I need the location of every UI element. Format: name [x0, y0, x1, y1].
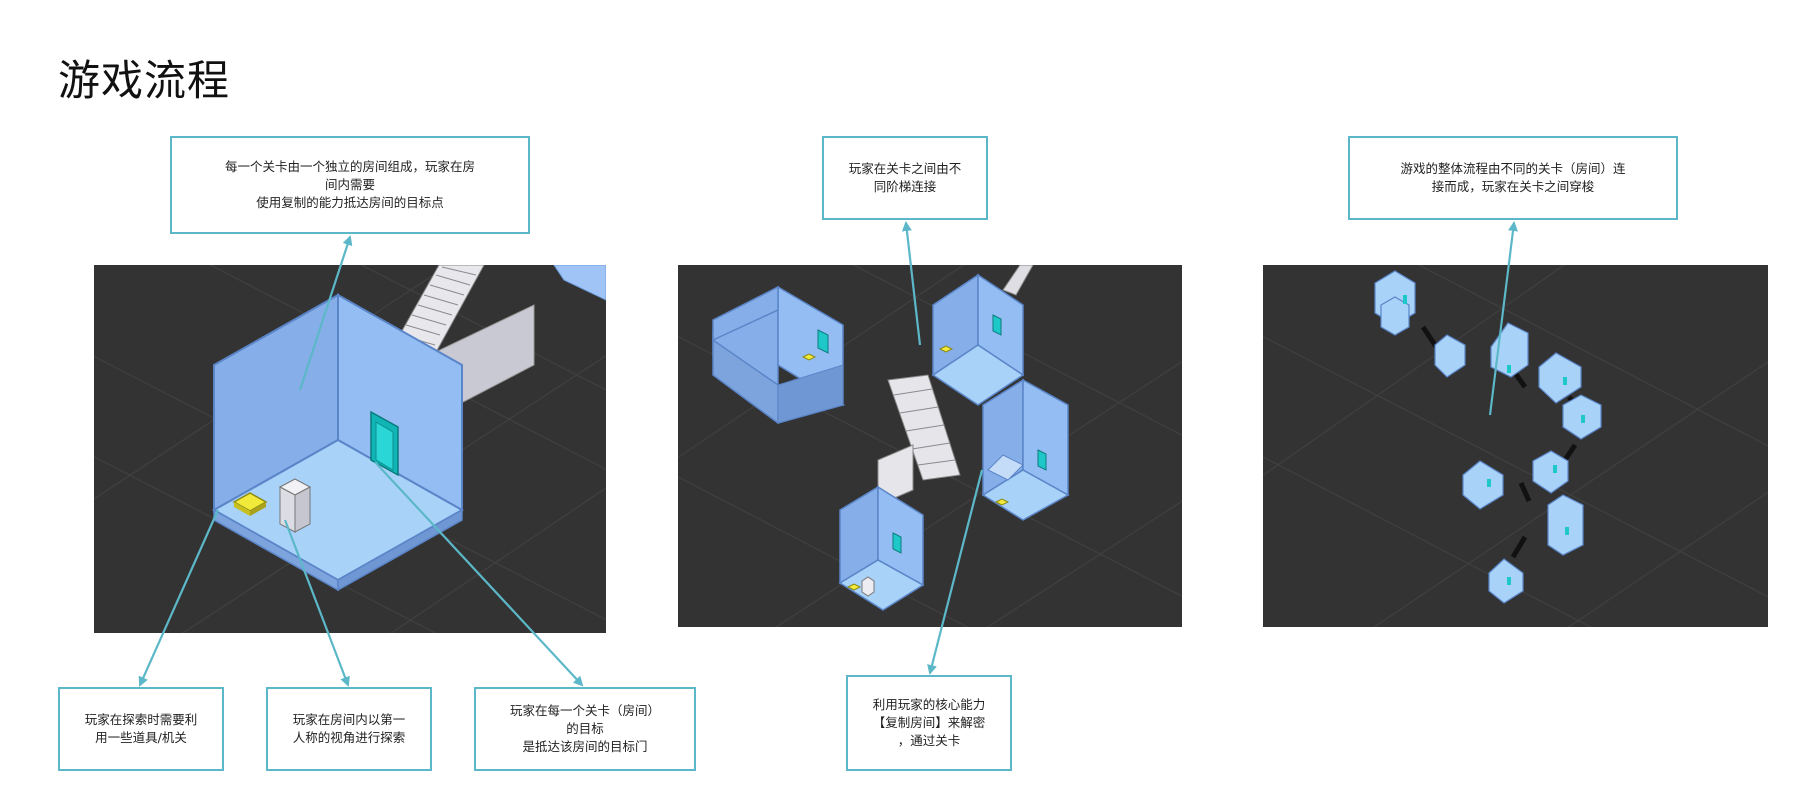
note-overall-flow: 游戏的整体流程由不同的关卡（房间）连接而成，玩家在关卡之间穿梭 — [1348, 136, 1678, 220]
rooms-stairs-screenshot — [678, 265, 1182, 627]
level-flow-screenshot — [1263, 265, 1768, 627]
note-goal: 玩家在每一个关卡（房间）的目标是抵达该房间的目标门 — [474, 687, 696, 771]
note-props: 玩家在探索时需要利用一些道具/机关 — [58, 687, 224, 771]
note-stairs: 玩家在关卡之间由不同阶梯连接 — [822, 136, 988, 220]
note-room-rule: 每一个关卡由一个独立的房间组成，玩家在房间内需要使用复制的能力抵达房间的目标点 — [170, 136, 530, 234]
note-first-person: 玩家在房间内以第一人称的视角进行探索 — [266, 687, 432, 771]
note-core-ability: 利用玩家的核心能力【复制房间】来解密，通过关卡 — [846, 675, 1012, 771]
page-title: 游戏流程 — [58, 56, 231, 105]
room-closeup-screenshot — [94, 265, 606, 633]
